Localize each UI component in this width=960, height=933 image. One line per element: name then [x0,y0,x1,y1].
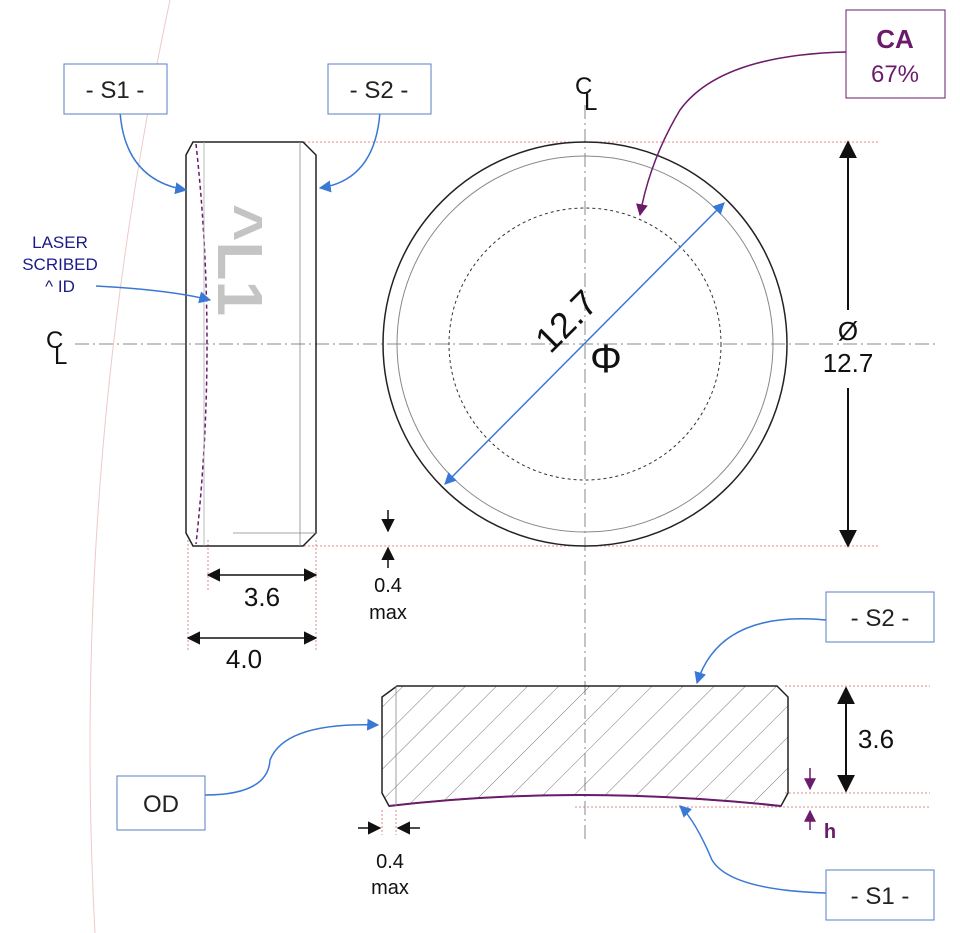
section-view-body [381,685,789,807]
callout-s2-top: - S2 - [327,63,432,115]
front-view-outer-circle [382,141,788,547]
leader-s1-top [119,111,188,195]
callout-s2-top-text: - S2 - [350,77,409,104]
section-view-s1-curve [388,794,782,807]
chamfer-top-max: max [369,602,407,624]
side-view-outline [185,141,317,547]
laser-line-3: ^ ID [45,277,75,296]
diameter-phi-symbol: Φ [590,337,622,381]
centerline-symbol-top: C L [575,73,597,116]
side-view [185,141,317,547]
ca-label: CA [876,24,914,54]
sag-label: h [824,821,836,843]
leader-s2-top [318,111,381,193]
edge-thickness-value: 3.6 [244,582,280,612]
engraving-text: ^L1 [204,204,276,316]
front-view-inner-circle [396,155,774,533]
side-view-s1-curve [195,143,208,545]
centerline-left-c: C [46,327,63,354]
center-thickness-value: 4.0 [226,644,262,674]
laser-line-2: SCRIBED [22,255,98,274]
callout-s1-top-text: - S1 - [86,77,145,104]
chamfer-bottom-value: 0.4 [376,851,404,873]
centerline-top-c: C [575,73,592,100]
leader-s1-bottom [679,805,827,894]
centerline-symbol-left: C L [46,327,67,370]
background-arc [89,0,171,933]
callout-s2-bottom: - S2 - [825,591,935,643]
diameter-diagonal-arrow [444,202,725,485]
diameter-symbol: Ø [838,316,858,346]
callout-od: OD [116,775,206,831]
diameter-value: 12.7 [823,348,874,378]
centerline-left-l: L [54,343,67,370]
leader-laser [95,285,212,304]
callout-od-text: OD [143,791,179,818]
callout-s2-bottom-text: - S2 - [851,605,910,632]
section-thickness-value: 3.6 [858,724,894,754]
callout-s1-bottom: - S1 - [825,869,935,921]
laser-line-1: LASER [32,233,88,252]
leader-od [204,718,380,796]
ca-value: 67% [871,61,919,88]
leader-s2-bottom [694,618,827,685]
section-view [381,685,789,807]
laser-scribed-note: LASER SCRIBED ^ ID [22,233,98,296]
callout-ca: CA 67% [845,9,946,99]
chamfer-top-value: 0.4 [374,575,402,597]
centerline-top-l: L [584,89,597,116]
leader-ca [636,51,847,217]
chamfer-bottom-max: max [371,877,409,899]
callout-s1-top: - S1 - [63,63,168,115]
callout-s1-bottom-text: - S1 - [851,883,910,910]
